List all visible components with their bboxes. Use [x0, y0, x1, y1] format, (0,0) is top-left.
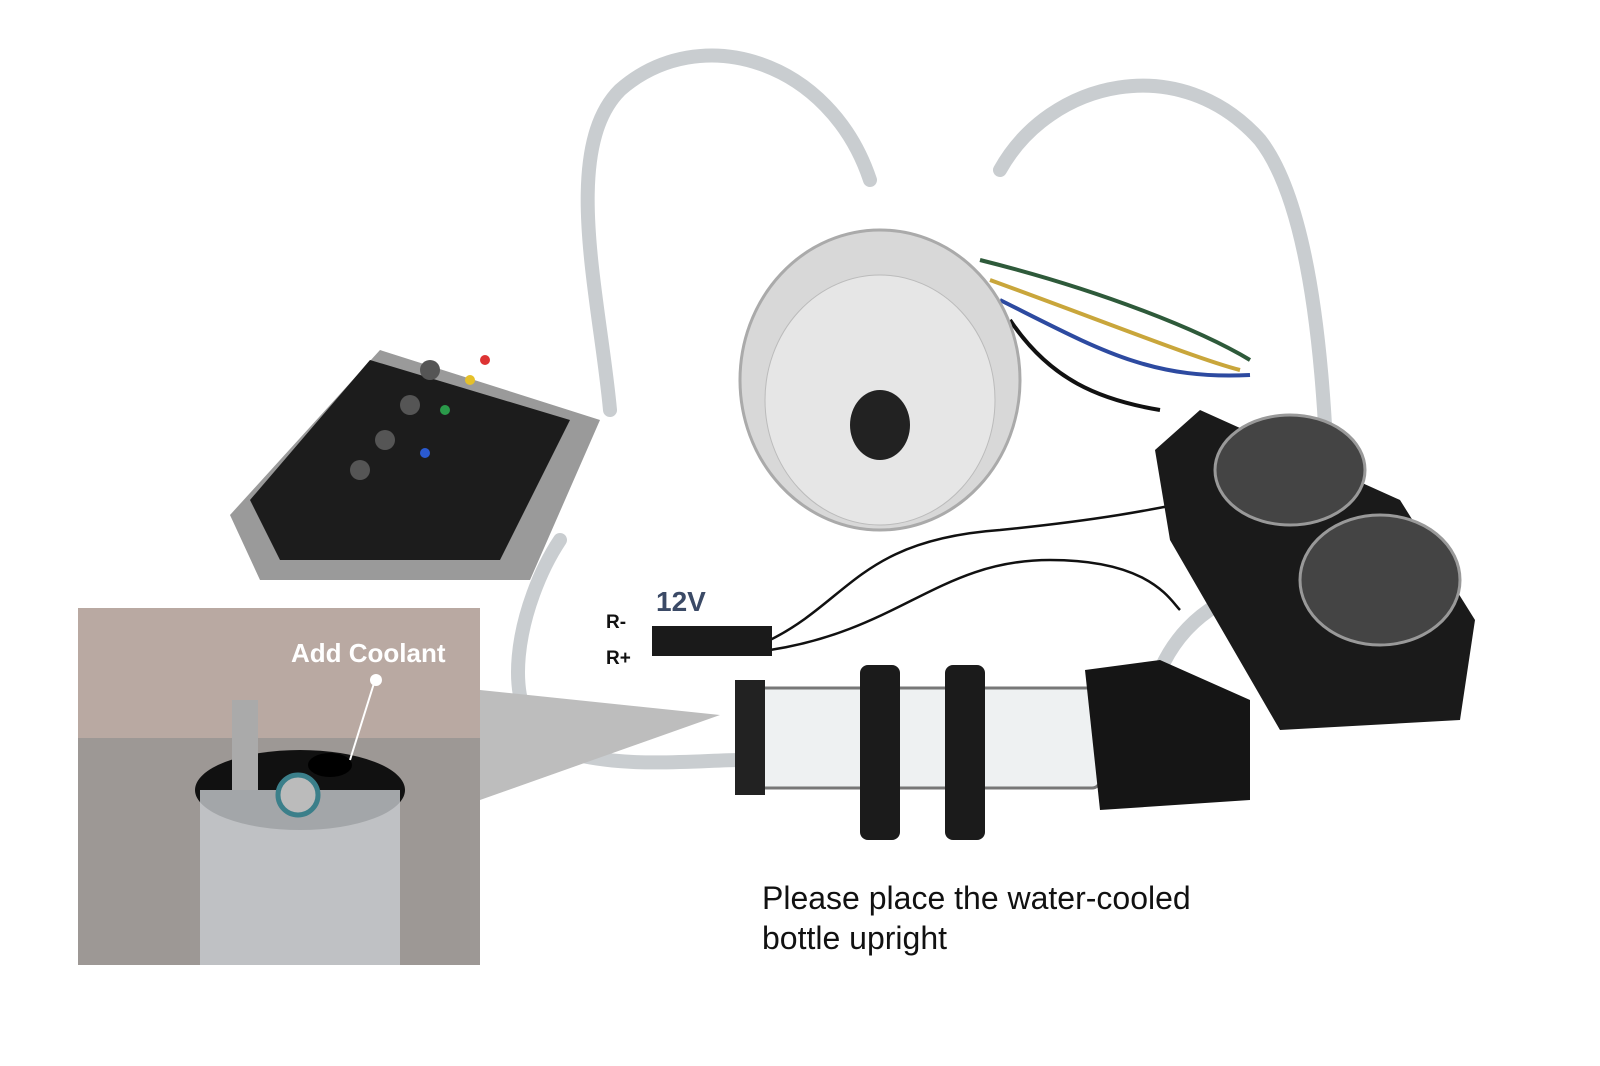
fan-wires — [769, 498, 1201, 652]
add-coolant-label: Add Coolant — [291, 638, 446, 668]
electric-motor — [738, 228, 1022, 532]
fan-connector — [652, 626, 772, 656]
coolant-inset-photo — [78, 608, 480, 965]
note-line-1: Please place the water-cooled — [762, 880, 1191, 916]
r-minus-label: R- — [606, 612, 627, 633]
callout-pointer — [480, 690, 720, 800]
placement-note: Please place the water-cooled bottle upr… — [762, 878, 1191, 958]
motor-wires — [979, 258, 1252, 412]
motor-controller — [230, 350, 600, 580]
r-plus-label: R+ — [606, 648, 631, 669]
note-line-2: bottle upright — [762, 920, 948, 956]
voltage-label: 12V — [656, 586, 706, 617]
radiator-with-fans — [1155, 410, 1475, 730]
reservoir-and-pump — [735, 660, 1250, 840]
